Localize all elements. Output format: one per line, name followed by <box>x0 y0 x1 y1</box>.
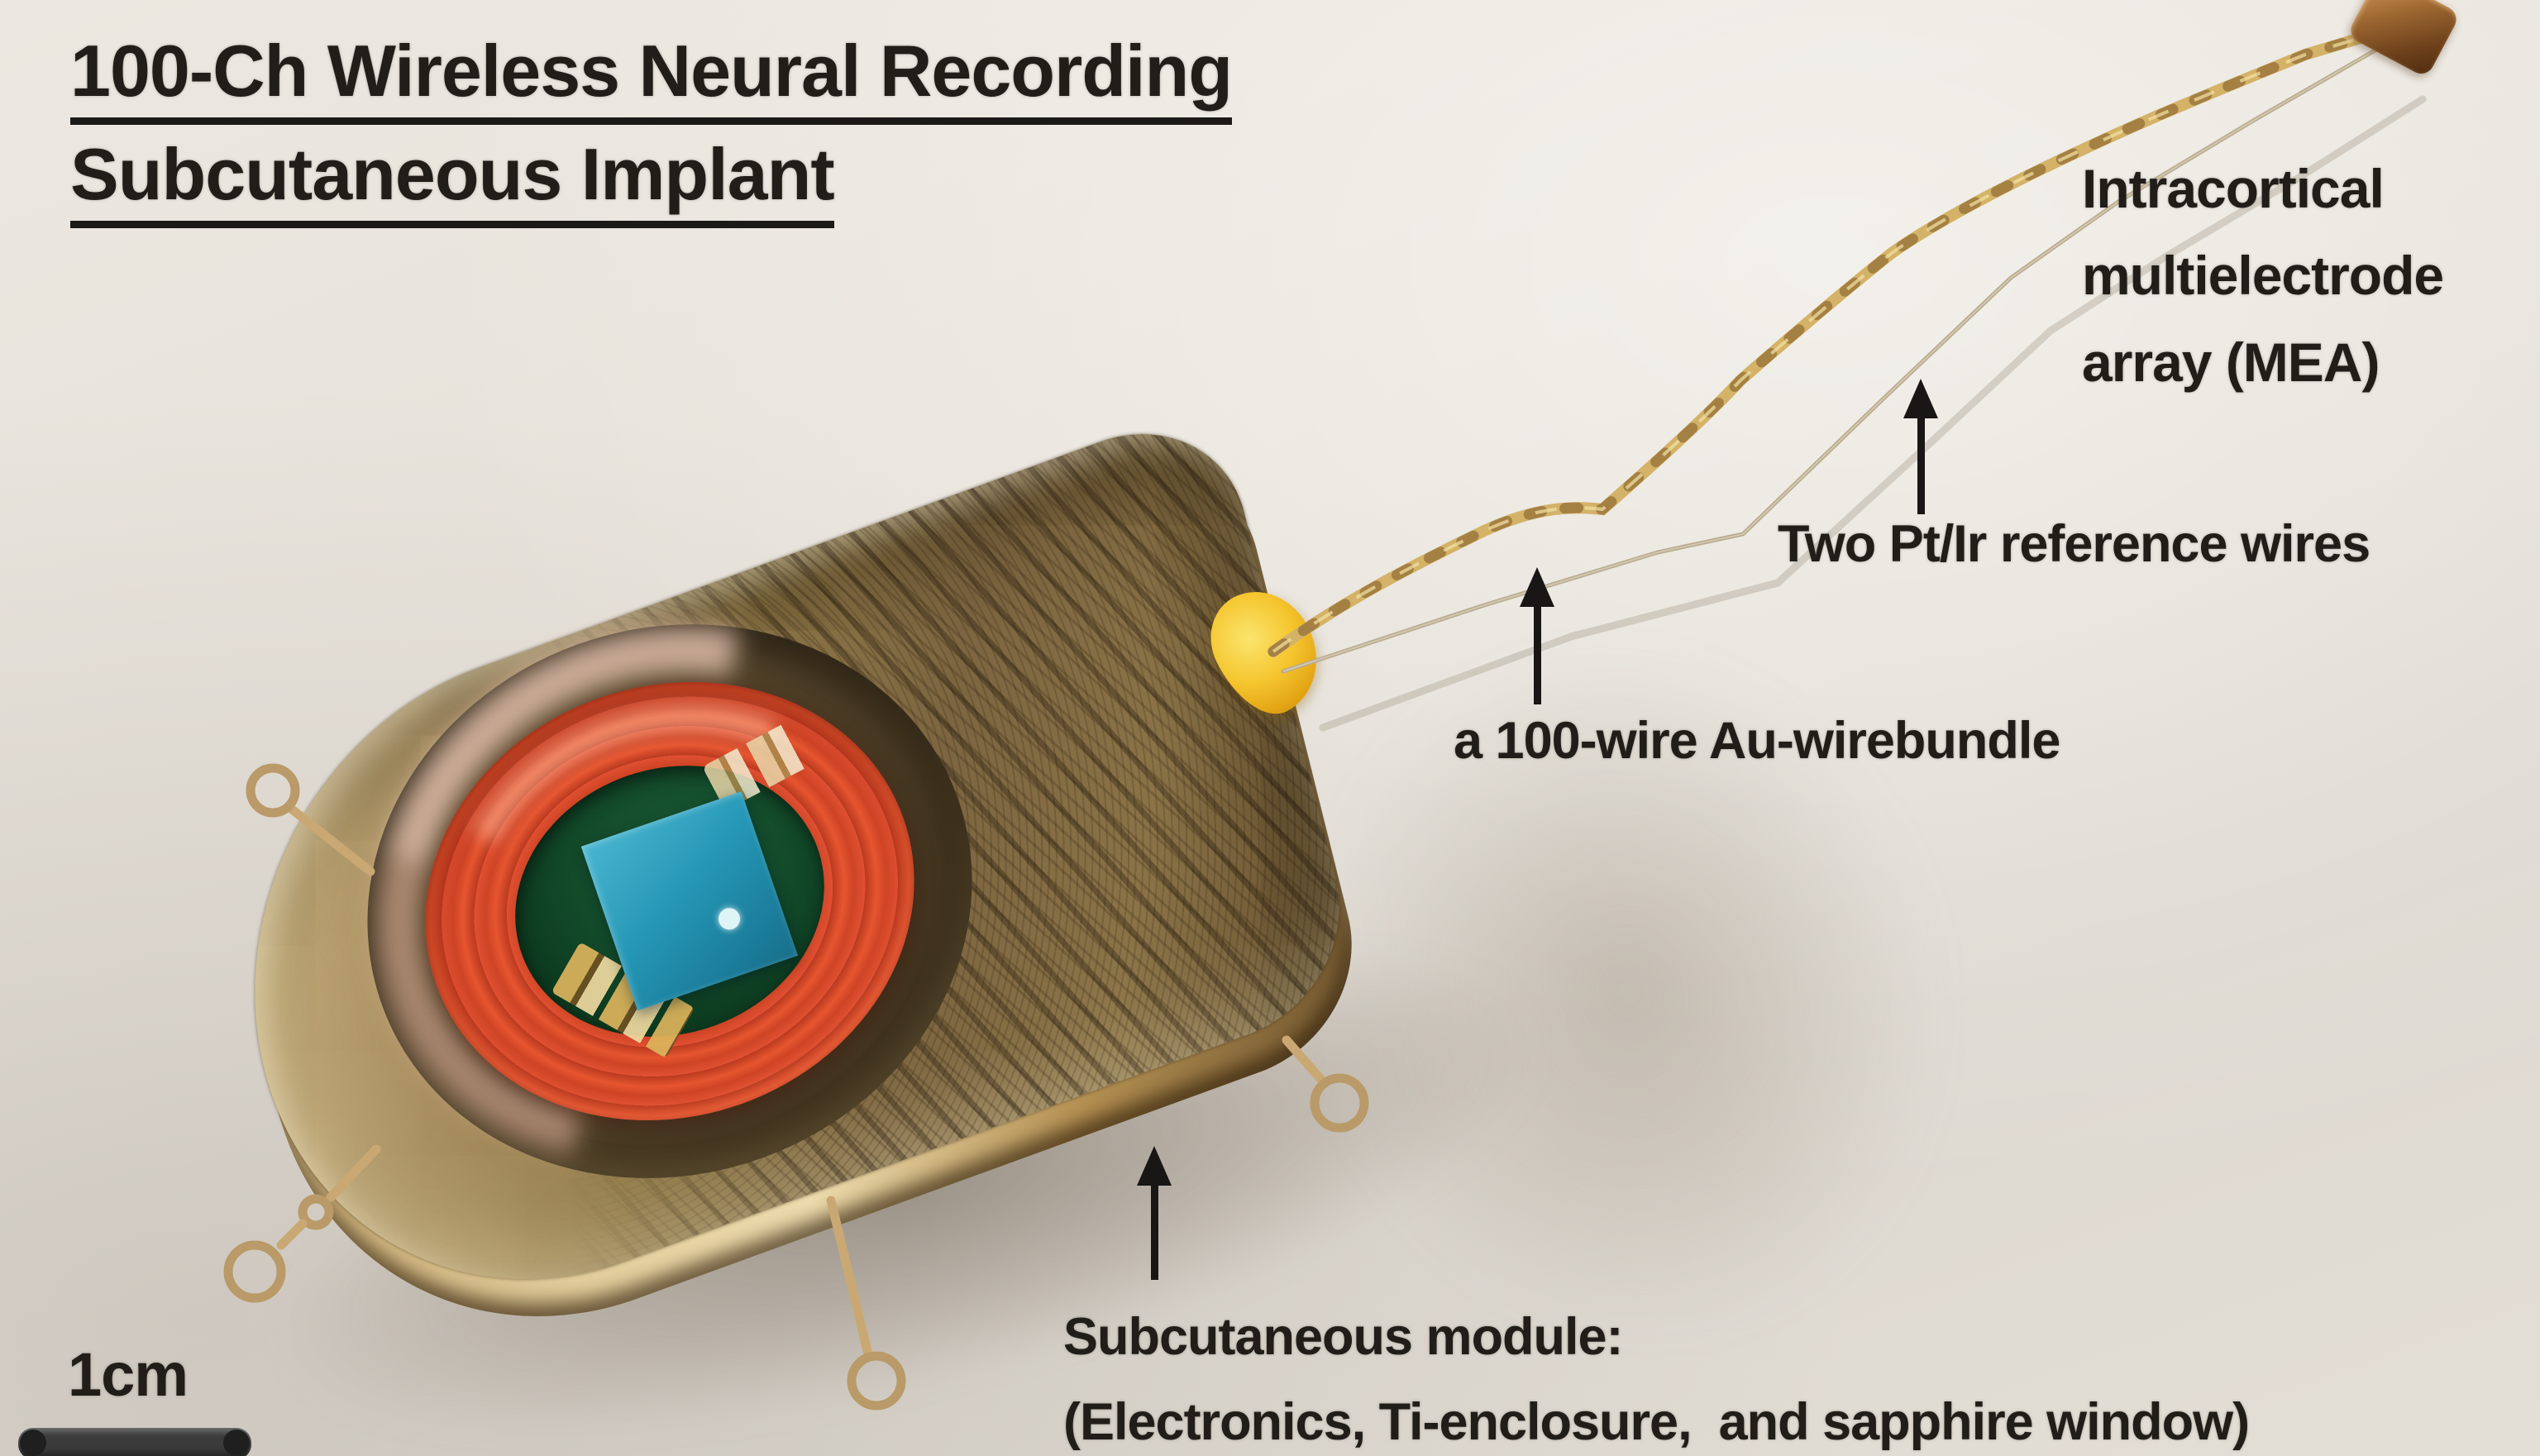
wire-shadow <box>1319 95 2427 732</box>
label-mea-line2: multielectrode <box>2082 245 2444 306</box>
label-module-line1: Subcutaneous module: <box>1063 1308 1624 1366</box>
up-arrow-icon <box>1903 379 1939 514</box>
gold-wirebundle-shine <box>1272 28 2389 653</box>
label-mea: Intracortical multielectrode array (MEA) <box>2082 146 2444 406</box>
figure-title-line1: 100-Ch Wireless Neural Recording <box>70 35 1233 125</box>
label-reference-wires: Two Pt/Ir reference wires <box>1778 515 2371 573</box>
scale-bar-label: 1cm <box>68 1340 189 1409</box>
up-arrow-icon <box>1519 567 1555 704</box>
figure-title-line2: Subcutaneous Implant <box>70 138 835 228</box>
gold-wirebundle-flecks <box>1268 24 2394 657</box>
label-module-line2: (Electronics, Ti-enclosure, and sapphire… <box>1063 1393 2250 1451</box>
label-module: Subcutaneous module: (Electronics, Ti-en… <box>1063 1295 2250 1456</box>
up-arrow-icon <box>1136 1146 1172 1280</box>
label-mea-line1: Intracortical <box>2082 158 2385 219</box>
label-wirebundle: a 100-wire Au-wirebundle <box>1454 712 2060 770</box>
scale-bar <box>18 1428 251 1456</box>
label-mea-line3: array (MEA) <box>2082 332 2380 393</box>
suture-loops <box>223 763 1369 1411</box>
figure-title: 100-Ch Wireless Neural Recording Subcuta… <box>70 35 1233 241</box>
